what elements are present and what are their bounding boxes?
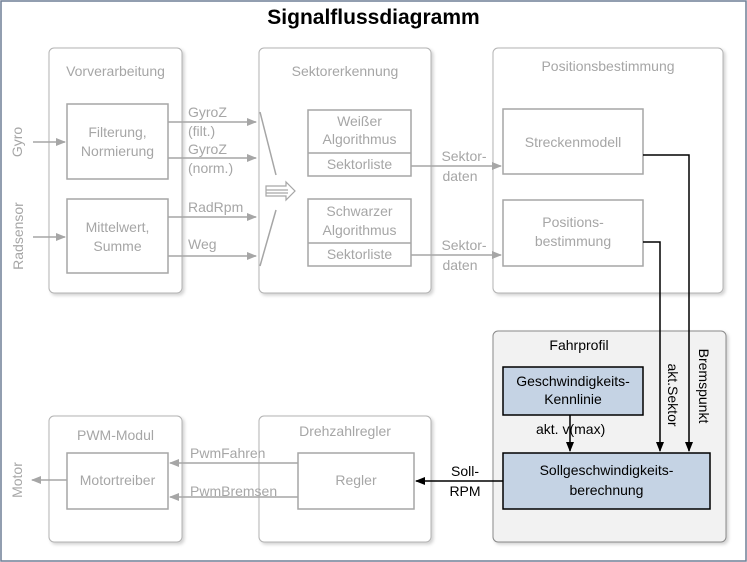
label-bremspunkt: Bremspunkt <box>696 348 712 424</box>
label-schwarzer-algorithmus: Algorithmus <box>322 222 397 238</box>
label-gyroz-norm: (norm.) <box>188 160 234 176</box>
label-sektordaten-2b: daten <box>442 257 478 273</box>
label-sektordaten-2a: Sektor- <box>441 237 487 253</box>
label-akt-vmax: akt. v(max) <box>536 421 606 437</box>
label-berechnung: berechnung <box>569 482 644 498</box>
label-filterung: Filterung, <box>88 124 147 140</box>
label-weisser-algorithmus: Algorithmus <box>322 131 397 147</box>
label-soll: Soll- <box>450 463 479 479</box>
label-motortreiber: Motortreiber <box>79 472 156 488</box>
title-positionsbestimmung: Positionsbestimmung <box>541 58 675 74</box>
label-akt-sektor: akt.Sektor <box>665 363 681 427</box>
label-kennlinie: Kennlinie <box>544 391 602 407</box>
label-gyroz-2: GyroZ <box>188 141 227 157</box>
label-regler: Regler <box>335 472 377 488</box>
label-streckenmodell: Streckenmodell <box>524 134 622 150</box>
label-radrpm: RadRpm <box>188 199 244 215</box>
label-mittelwert: Mittelwert, <box>85 219 150 235</box>
label-sektorliste-2: Sektorliste <box>326 246 393 262</box>
label-rpm: RPM <box>449 483 481 499</box>
title-pwm-modul: PWM-Modul <box>76 427 154 443</box>
title-sektorerkennung: Sektorerkennung <box>291 63 399 79</box>
arrow-bremspunkt <box>643 154 693 452</box>
box-regler <box>297 452 415 510</box>
diagram-title: Signalflussdiagramm <box>267 6 480 29</box>
label-weg: Weg <box>188 236 217 252</box>
label-sektorliste-1: Sektorliste <box>326 156 393 172</box>
label-schwarzer: Schwarzer <box>326 203 393 219</box>
switch-lower <box>259 209 277 267</box>
label-weisser: Weißer <box>337 113 382 129</box>
switch-upper <box>259 111 277 176</box>
label-sektordaten-1b: daten <box>442 168 478 184</box>
label-pwm-fahren: PwmFahren <box>190 445 266 461</box>
box-weisser-algorithmus <box>307 109 412 177</box>
title-fahrprofil: Fahrprofil <box>549 337 609 353</box>
label-bestimmung: bestimmung <box>534 233 612 249</box>
label-gyroz-1: GyroZ <box>188 104 227 120</box>
box-motortreiber <box>66 452 169 510</box>
box-mittelwert <box>66 198 169 274</box>
title-vorverarbeitung: Vorverarbeitung <box>66 63 165 79</box>
label-radsensor: Radsensor <box>10 202 26 270</box>
arrow-akt-sektor <box>643 241 664 452</box>
box-geschwindigkeits-kennlinie <box>502 366 644 416</box>
box-schwarzer-algorithmus <box>307 198 412 267</box>
panel-fahrprofil <box>492 330 727 543</box>
label-motor: Motor <box>9 462 25 498</box>
label-gyro: Gyro <box>9 126 25 158</box>
label-pwm-bremsen: PwmBremsen <box>190 483 278 499</box>
label-normierung: Normierung <box>80 143 155 159</box>
box-positionsbestimmung <box>502 199 644 267</box>
switch-arrow-icon <box>265 180 296 202</box>
box-sollgeschwindigkeitsberechnung <box>502 452 711 510</box>
label-sollgeschwindigkeits: Sollgeschwindigkeits- <box>539 462 674 478</box>
box-streckenmodell <box>502 108 644 175</box>
label-summe: Summe <box>93 238 142 254</box>
box-filterung <box>66 103 169 180</box>
label-gyroz-filt: (filt.) <box>188 123 216 139</box>
label-sektordaten-1a: Sektor- <box>441 148 487 164</box>
label-geschwindigkeits: Geschwindigkeits- <box>516 373 630 389</box>
title-drehzahlregler: Drehzahlregler <box>299 423 391 439</box>
label-positions: Positions- <box>542 214 604 230</box>
